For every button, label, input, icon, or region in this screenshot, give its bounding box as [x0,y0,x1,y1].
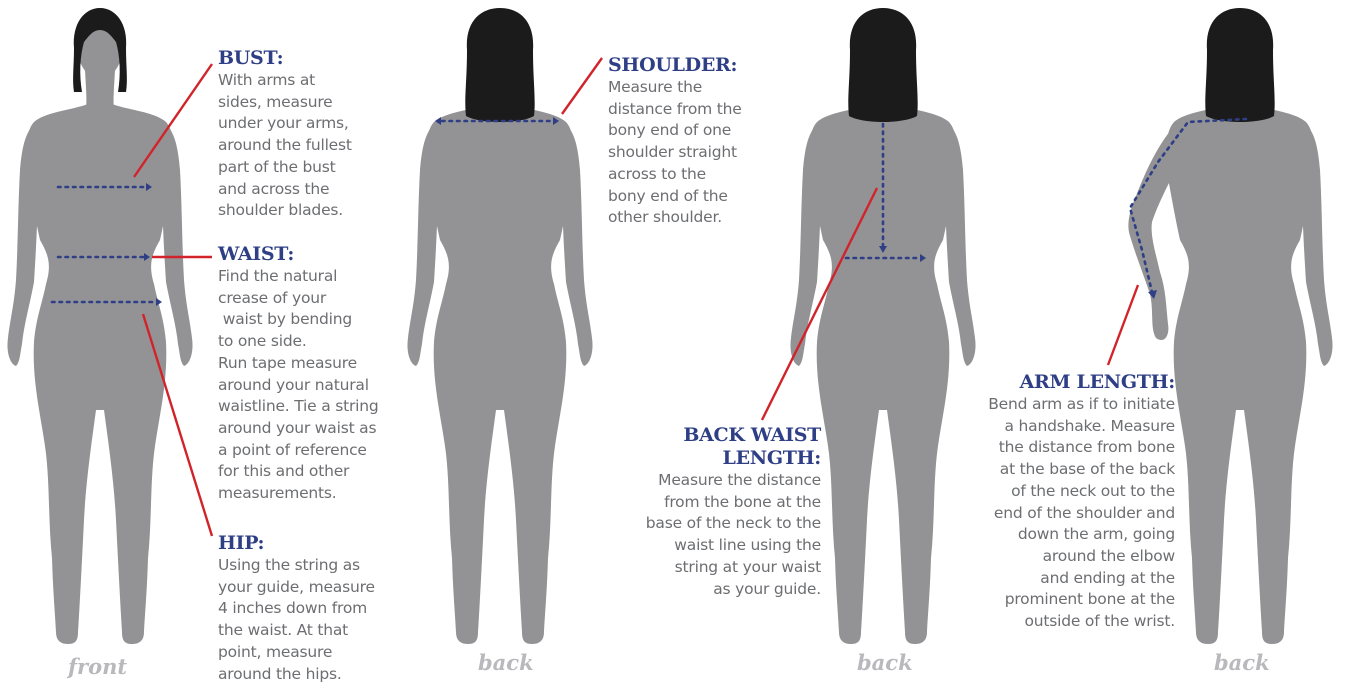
back-waist-text: Measure the distance from the bone at th… [646,470,821,600]
bust-heading: BUST: [218,47,352,70]
hair-back-3 [1205,8,1274,122]
bust-instructions: BUST: With arms at sides, measure under … [218,47,352,222]
hair-back-2 [848,8,917,122]
hip-text: Using the string as your guide, measure … [218,555,375,685]
bust-text: With arms at sides, measure under your a… [218,70,352,222]
shoulder-heading: SHOULDER: [608,54,742,77]
shoulder-instructions: SHOULDER: Measure the distance from the … [608,54,742,229]
hair-back-1 [465,8,534,122]
waist-heading: WAIST: [218,243,379,266]
waist-instructions: WAIST: Find the natural crease of your w… [218,243,379,505]
caption-back-2: back [857,650,913,675]
back-waist-heading-line2: LENGTH: [646,447,821,470]
back-waist-heading-line1: BACK WAIST [646,424,821,447]
arm-length-pointer [1108,285,1138,365]
back-waist-instructions: BACK WAIST LENGTH: Measure the distance … [646,424,821,600]
arm-length-instructions: ARM LENGTH: Bend arm as if to initiate a… [988,371,1175,633]
arm-length-heading: ARM LENGTH: [988,371,1175,394]
waist-text: Find the natural crease of your waist by… [218,266,379,505]
arm-length-text: Bend arm as if to initiate a handshake. … [988,394,1175,633]
caption-back-3: back [1214,650,1270,675]
figure-back-shoulder [407,8,602,644]
shoulder-text: Measure the distance from the bony end o… [608,77,742,229]
hip-instructions: HIP: Using the string as your guide, mea… [218,532,375,685]
caption-front: front [68,654,127,679]
bent-arm [1128,122,1186,340]
hip-heading: HIP: [218,532,375,555]
figure-front [7,8,212,644]
caption-back-1: back [478,650,534,675]
shoulder-pointer [562,58,602,114]
